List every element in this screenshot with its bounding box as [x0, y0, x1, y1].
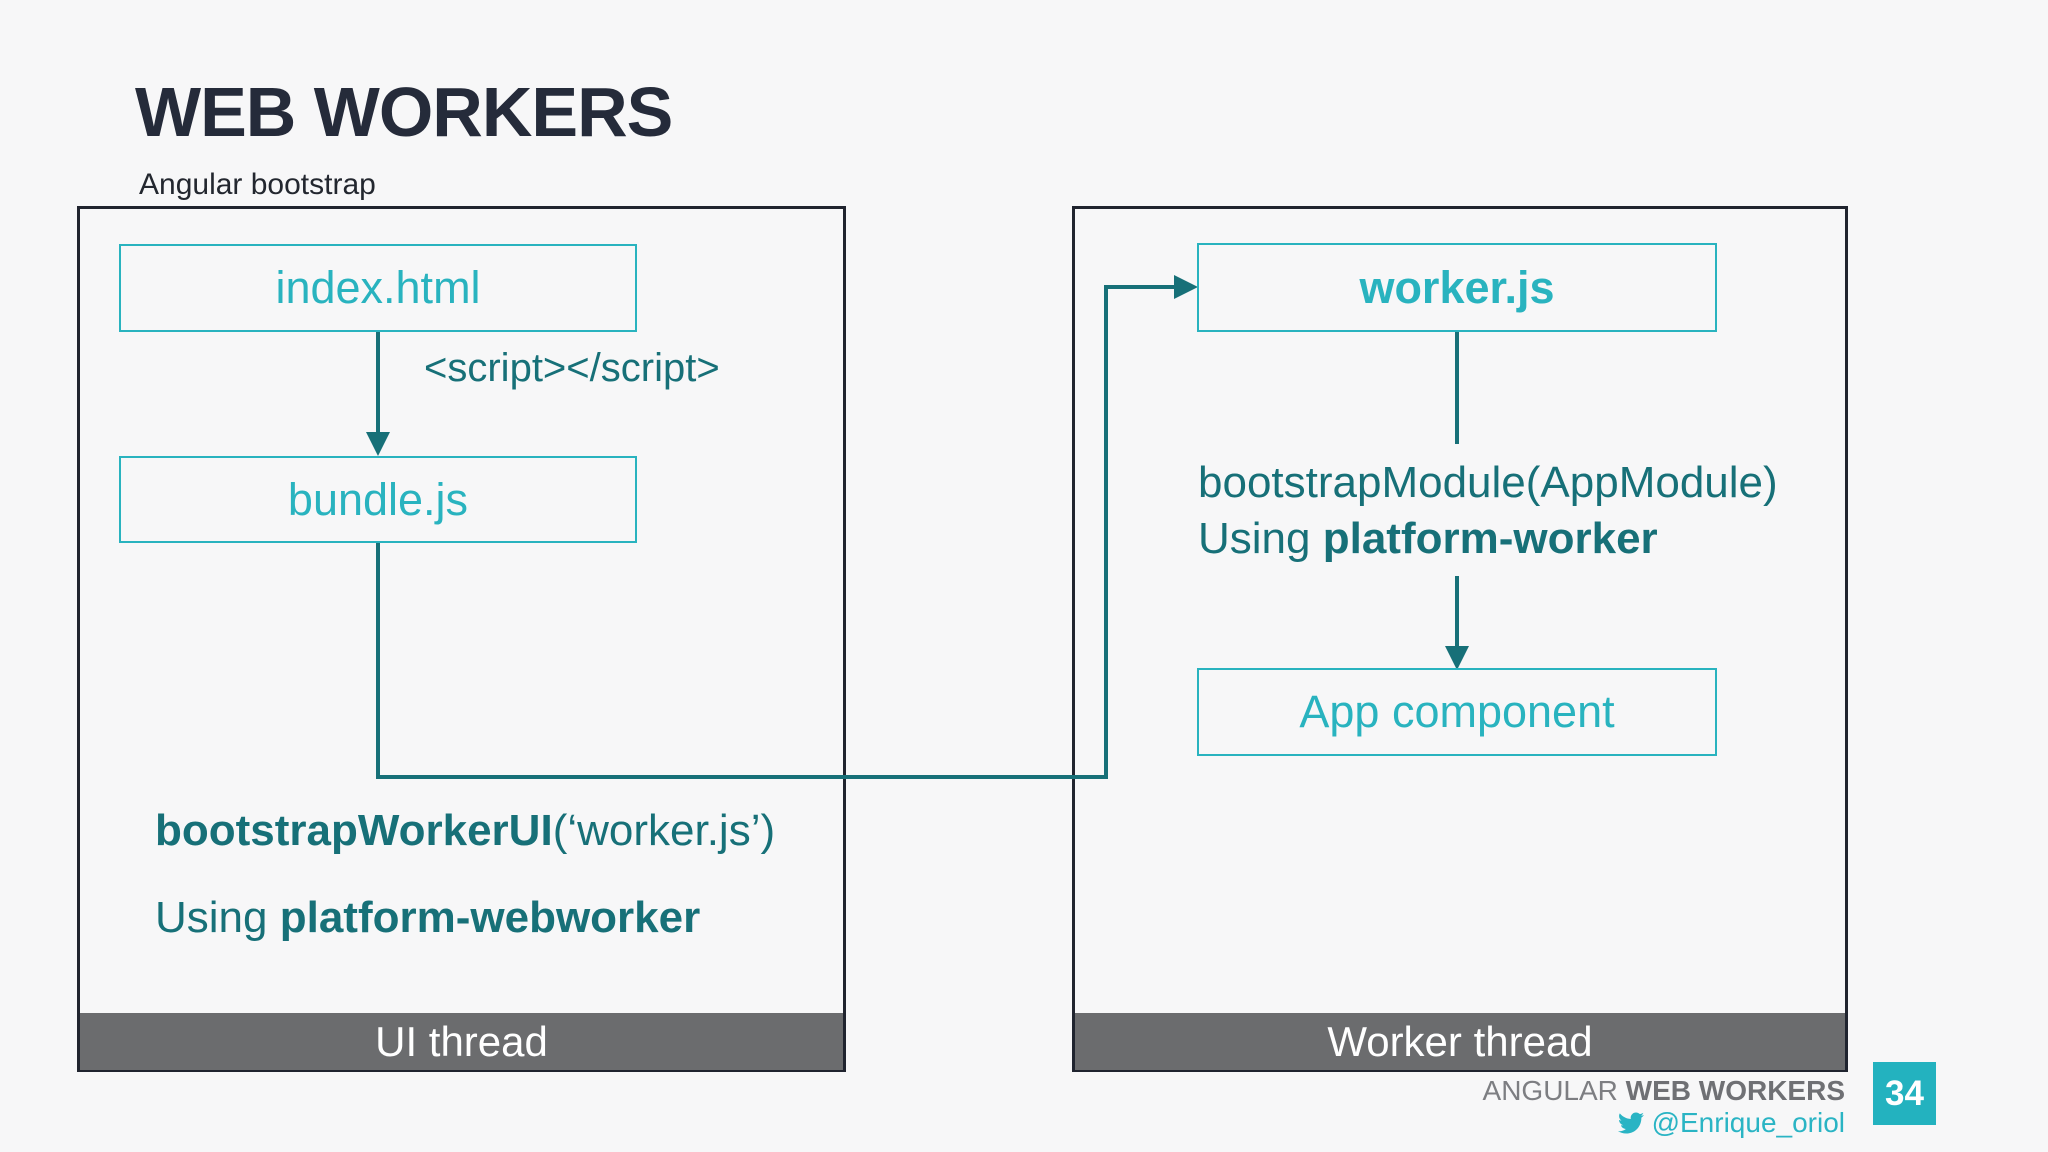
ui-thread-panel [77, 206, 846, 1072]
arrowhead-right-icon [1174, 275, 1198, 299]
page-subtitle: Angular bootstrap [139, 168, 376, 201]
node-app-component: App component [1197, 668, 1717, 756]
code-platform-worker-bold: platform-worker [1322, 514, 1658, 563]
footer-twitter: @Enrique_oriol [1617, 1107, 1845, 1139]
node-bundle-js: bundle.js [119, 456, 637, 543]
code-bootstrap-worker-ui: bootstrapWorkerUI(‘worker.js’) [155, 806, 775, 856]
code-platform-webworker-bold: platform-webworker [279, 893, 701, 942]
twitter-handle: @Enrique_oriol [1651, 1107, 1845, 1138]
page-number: 34 [1885, 1073, 1924, 1113]
node-index-html-label: index.html [275, 262, 481, 313]
ui-thread-bar: UI thread [80, 1013, 843, 1070]
code-using-platform-webworker: Using platform-webworker [155, 893, 700, 943]
code-using-prefix: Using [1198, 514, 1323, 563]
connector-into-worker-segment [1104, 285, 1180, 289]
script-tag-annotation: <script></script> [424, 346, 720, 390]
connector-text-to-app [1455, 576, 1459, 652]
ui-thread-bar-label: UI thread [375, 1017, 548, 1065]
footer-brand-bold: WEB WORKERS [1625, 1075, 1845, 1106]
node-worker-js-label: worker.js [1359, 261, 1555, 313]
code-bootstrap-worker-ui-args: (‘worker.js’) [552, 806, 776, 855]
connector-bundle-down-segment [376, 543, 380, 777]
connector-horizontal-segment [376, 775, 1108, 779]
footer-brand-prefix: ANGULAR [1482, 1075, 1626, 1106]
code-using-platform-worker: Using platform-worker [1198, 514, 1658, 564]
node-index-html: index.html [119, 244, 637, 332]
connector-up-segment [1104, 285, 1108, 779]
code-using-prefix: Using [155, 893, 280, 942]
connector-index-to-bundle [376, 332, 380, 434]
node-bundle-js-label: bundle.js [287, 473, 469, 525]
worker-thread-bar-label: Worker thread [1327, 1017, 1593, 1065]
node-worker-js: worker.js [1197, 243, 1717, 332]
arrowhead-down-icon [366, 432, 390, 456]
twitter-bird-icon [1617, 1112, 1644, 1134]
code-bootstrap-module: bootstrapModule(AppModule) [1198, 458, 1778, 507]
page-title: WEB WORKERS [135, 73, 673, 151]
arrowhead-down-icon [1445, 646, 1469, 670]
footer-brand: ANGULAR WEB WORKERS [1483, 1075, 1845, 1107]
node-app-component-label: App component [1299, 686, 1615, 737]
page-number-badge: 34 [1873, 1062, 1936, 1125]
worker-thread-bar: Worker thread [1075, 1013, 1845, 1070]
code-bootstrap-worker-ui-bold: bootstrapWorkerUI [155, 806, 553, 855]
connector-worker-to-text [1455, 332, 1459, 444]
worker-thread-panel [1072, 206, 1848, 1072]
